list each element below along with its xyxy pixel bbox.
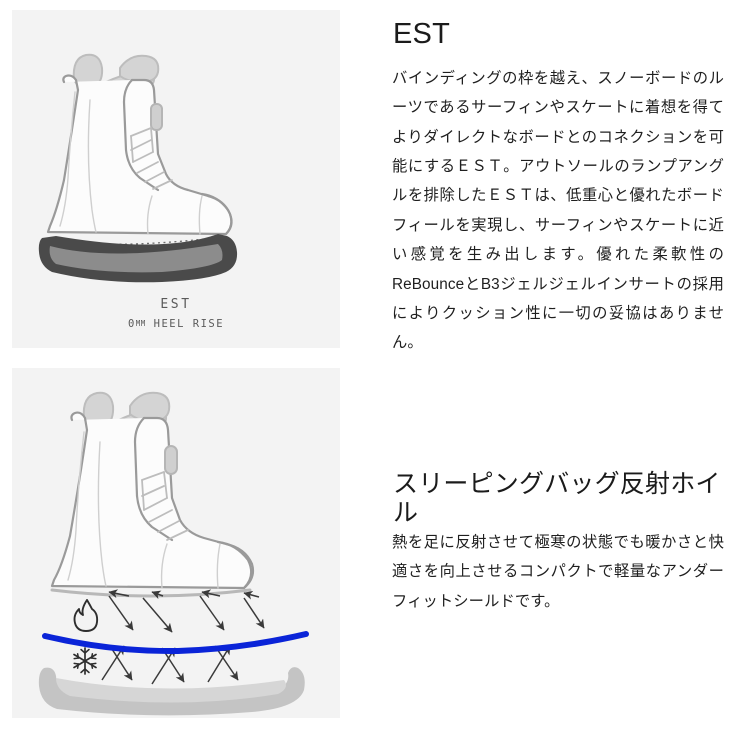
foil-illustration-panel — [12, 368, 340, 718]
snowflake-icon — [73, 647, 97, 675]
est-section-heading: EST — [393, 18, 450, 50]
heat-reflection-arrows — [101, 589, 265, 685]
reflective-foil-illustration — [38, 391, 309, 716]
text-column: EST バインディングの枠を越え、スノーボードのルーツであるサーフィンやスケート… — [392, 0, 724, 730]
outsole-inner — [49, 244, 223, 273]
flame-icon — [73, 599, 99, 632]
heel-rise-reference-line — [47, 237, 213, 245]
est-section-body: バインディングの枠を越え、スノーボードのルーツであるサーフィンやスケートに着想を… — [392, 70, 724, 352]
foil-section-body: 熱を足に反射させて極寒の状態でも暖かさと快適さを向上させるコンパクトで軽量なアン… — [392, 534, 724, 610]
board-base — [38, 667, 305, 716]
est-illustration-panel: EST 0MM HEEL RISE — [12, 10, 340, 348]
est-boot-illustration — [38, 53, 238, 283]
reflective-foil-line — [42, 631, 309, 655]
foil-section-heading: スリーピングバッグ反射ホイル — [393, 470, 721, 527]
